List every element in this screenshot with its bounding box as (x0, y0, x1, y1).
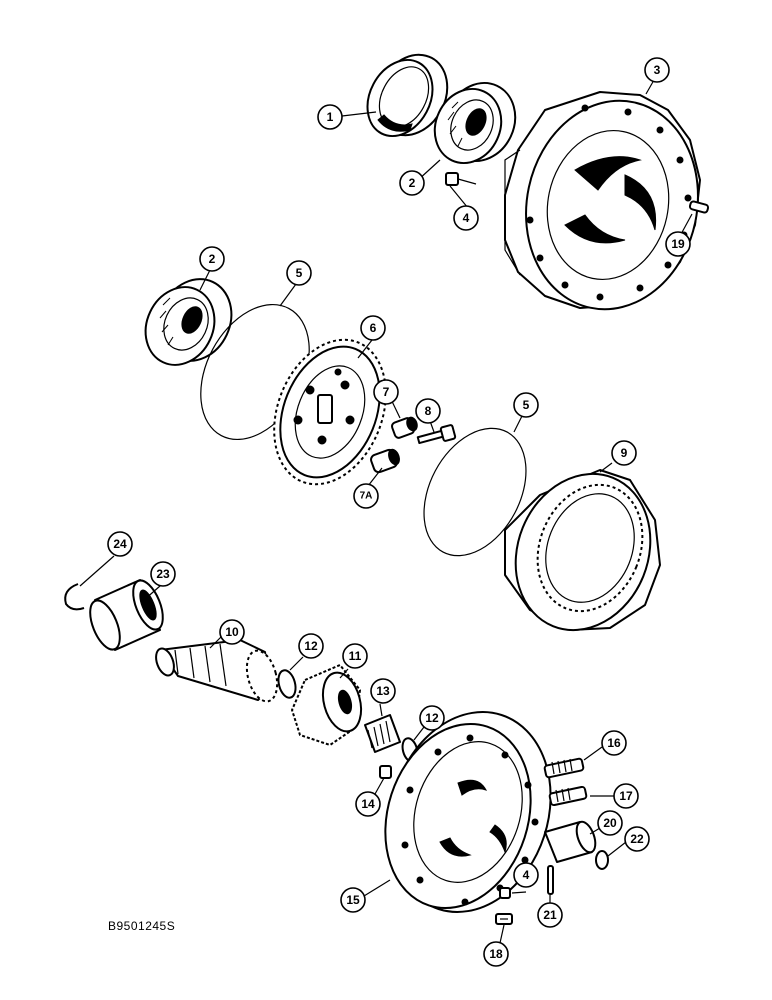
callout-2-middle: 2 (199, 246, 225, 272)
svg-text:7: 7 (383, 385, 390, 399)
part-bushing (390, 416, 418, 439)
svg-text:2: 2 (409, 176, 416, 190)
part-needle-bearing (364, 714, 401, 753)
svg-text:5: 5 (523, 398, 530, 412)
svg-text:8: 8 (425, 404, 432, 418)
part-roll-pin (547, 865, 554, 895)
svg-text:18: 18 (489, 947, 503, 961)
callout-14: 14 (355, 791, 381, 817)
callout-11: 11 (342, 643, 368, 669)
callout-7a: 7A (353, 483, 379, 509)
callout-7: 7 (373, 379, 399, 405)
part-carrier-gear (273, 338, 387, 486)
callout-10: 10 (219, 619, 245, 645)
part-bearing-middle (144, 278, 233, 366)
svg-text:6: 6 (370, 321, 377, 335)
callout-12-left: 12 (298, 633, 324, 659)
callout-13: 13 (370, 678, 396, 704)
svg-text:1: 1 (327, 110, 334, 124)
part-snap-ring (64, 583, 85, 611)
part-dowel-pin (688, 200, 710, 214)
leader-lines (79, 79, 693, 944)
callout-1: 1 (317, 104, 343, 130)
part-ring-gear (504, 469, 661, 632)
part-plug-cover (379, 765, 392, 779)
part-plug-upper (445, 172, 477, 186)
part-stud-upper (543, 757, 585, 779)
svg-text:17: 17 (619, 789, 633, 803)
svg-text:16: 16 (607, 736, 621, 750)
callout-23: 23 (150, 561, 176, 587)
part-sleeve (89, 579, 164, 651)
figure-code: B9501245S (108, 919, 176, 933)
callout-19: 19 (665, 231, 691, 257)
part-thrust-washer-left (277, 669, 297, 699)
svg-text:5: 5 (296, 266, 303, 280)
callout-3: 3 (644, 57, 670, 83)
part-bushing-7a (370, 448, 400, 474)
svg-text:7A: 7A (360, 491, 373, 502)
part-bearing-upper (433, 82, 517, 164)
part-sun-shaft (155, 639, 279, 703)
part-hub-housing (504, 91, 701, 311)
svg-text:4: 4 (523, 868, 530, 882)
callout-22: 22 (624, 826, 650, 852)
callout-12-right: 12 (419, 705, 445, 731)
svg-text:11: 11 (349, 649, 362, 663)
svg-text:20: 20 (603, 816, 617, 830)
part-screw (495, 913, 513, 925)
svg-text:13: 13 (376, 684, 390, 698)
svg-text:22: 22 (630, 832, 644, 846)
part-planet-pin (544, 820, 597, 863)
callout-24: 24 (107, 531, 133, 557)
svg-text:23: 23 (156, 567, 170, 581)
svg-text:21: 21 (543, 908, 557, 922)
svg-text:9: 9 (621, 446, 628, 460)
callout-18: 18 (483, 941, 509, 967)
svg-text:2: 2 (209, 252, 216, 266)
callout-5-lower: 5 (513, 392, 539, 418)
callout-2-upper: 2 (399, 170, 425, 196)
callout-5-upper: 5 (286, 260, 312, 286)
callout-16: 16 (601, 730, 627, 756)
part-planet-gear (291, 664, 363, 746)
callout-9: 9 (611, 440, 637, 466)
part-retaining-ring (595, 850, 609, 870)
svg-text:12: 12 (425, 711, 439, 725)
svg-text:10: 10 (225, 625, 239, 639)
part-bolt (416, 424, 457, 445)
svg-text:4: 4 (463, 211, 470, 225)
part-o-ring-lower (423, 427, 527, 557)
part-seal-ring (366, 53, 449, 138)
svg-text:19: 19 (671, 237, 685, 251)
callout-15: 15 (340, 887, 366, 913)
callout-17: 17 (613, 783, 639, 809)
callout-20: 20 (597, 810, 623, 836)
callout-4-upper: 4 (453, 205, 479, 231)
callout-21: 21 (537, 902, 563, 928)
svg-text:3: 3 (654, 63, 661, 77)
svg-text:14: 14 (361, 797, 375, 811)
callout-6: 6 (360, 315, 386, 341)
part-plug-lower (499, 887, 511, 899)
svg-text:15: 15 (346, 893, 360, 907)
callout-4-lower: 4 (513, 862, 539, 888)
callout-8: 8 (415, 398, 441, 424)
svg-text:12: 12 (304, 639, 318, 653)
svg-text:24: 24 (113, 537, 127, 551)
part-stud-lower (548, 785, 588, 807)
